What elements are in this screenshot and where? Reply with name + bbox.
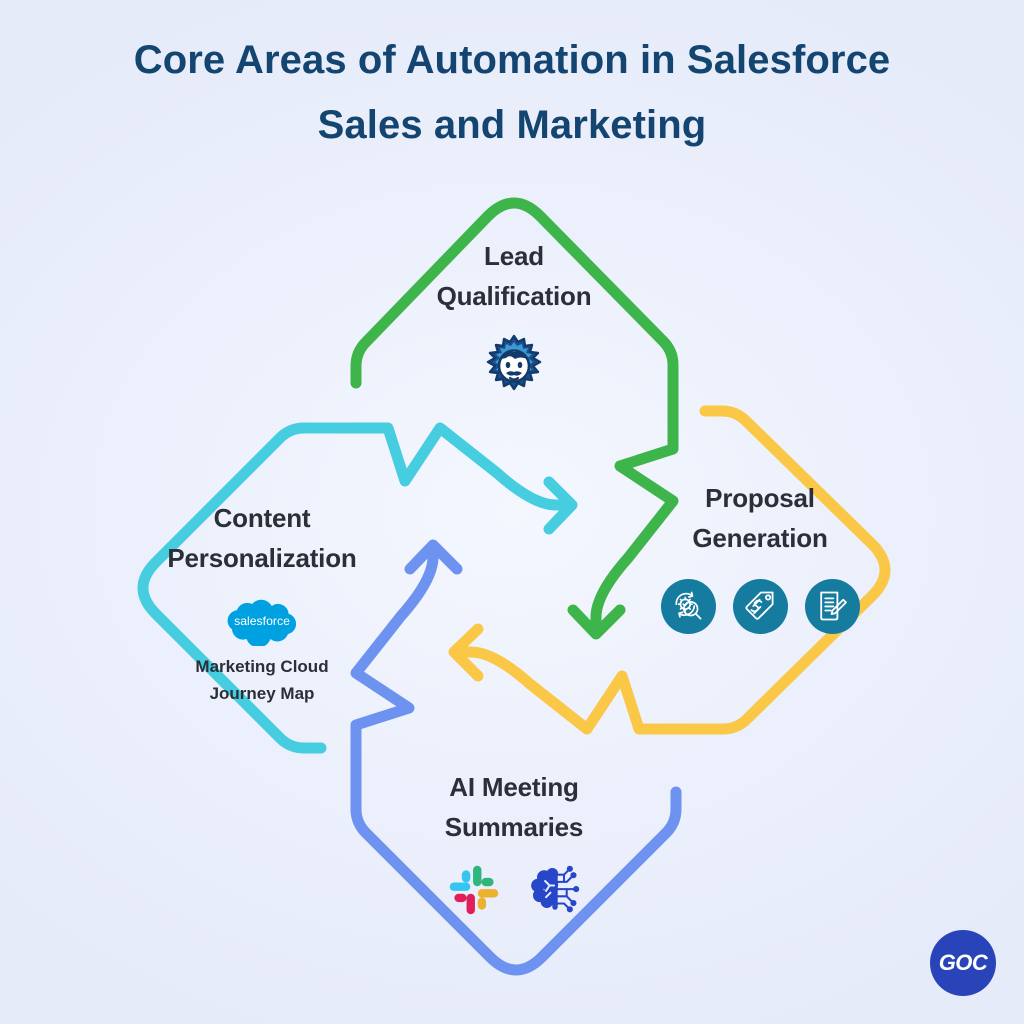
node-content-personalization-icons: salesforce [142, 590, 382, 646]
page-title: Core Areas of Automation in Salesforce S… [133, 38, 891, 147]
arrowhead-periwinkle [404, 539, 463, 575]
arrowhead-green [567, 604, 626, 640]
slack-icon [449, 865, 499, 914]
node-proposal-generation-title: Proposal Generation [692, 483, 828, 554]
edge-lead-to-proposal [350, 197, 679, 640]
edge-meeting-to-content [350, 539, 682, 976]
node-proposal-generation-icons [640, 578, 880, 634]
price-tag-dollar-icon-badge [732, 578, 788, 634]
search-gear-icon [675, 591, 702, 620]
edge-content-to-lead [137, 422, 578, 754]
svg-text:salesforce: salesforce [234, 614, 290, 628]
price-tag-dollar-icon [745, 591, 774, 620]
node-content-personalization-subtitle: Marketing Cloud Journey Map [195, 656, 329, 703]
node-proposal-generation[interactable]: Proposal Generation [640, 478, 880, 634]
ai-brain-circuit-icon [531, 865, 580, 913]
node-ai-meeting-summaries-icons [394, 862, 634, 918]
document-pen-icon-badge [804, 578, 860, 634]
node-lead-qualification-title: Lead Qualification [436, 241, 592, 312]
node-ai-meeting-summaries-title: AI Meeting Summaries [444, 772, 584, 843]
node-lead-qualification-icons [392, 331, 636, 395]
arrowhead-cyan [543, 476, 578, 535]
document-pen-icon [820, 591, 847, 621]
salesforce-cloud-icon: salesforce [227, 599, 297, 646]
node-content-personalization[interactable]: Content Personalization salesforce Marke… [142, 498, 382, 707]
arrowhead-yellow [448, 623, 484, 682]
node-ai-meeting-summaries[interactable]: AI Meeting Summaries [394, 767, 634, 918]
edge-proposal-to-meeting [448, 405, 891, 735]
node-content-personalization-title: Content Personalization [167, 503, 357, 574]
node-lead-qualification[interactable]: Lead Qualification [392, 236, 636, 395]
einstein-mascot-icon [486, 334, 542, 390]
goc-logo-badge[interactable]: GOC [930, 930, 996, 996]
goc-logo-text: GOC [938, 950, 988, 975]
search-gear-icon-badge [660, 578, 716, 634]
